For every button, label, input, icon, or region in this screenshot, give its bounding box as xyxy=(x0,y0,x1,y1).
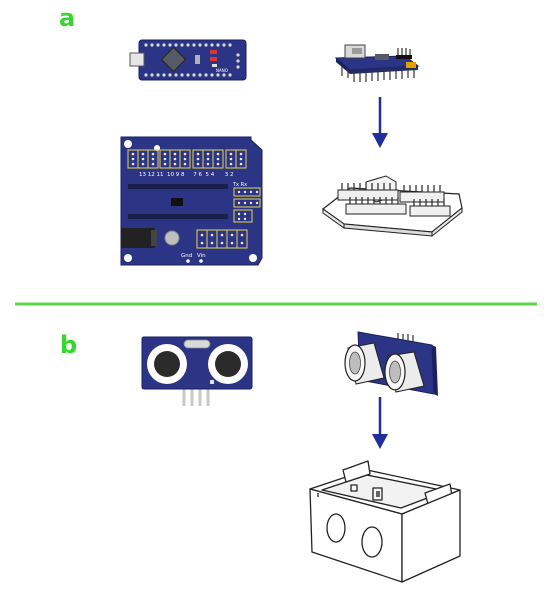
tx-rx-text: Tx Rx xyxy=(232,182,247,188)
down-arrow-icon xyxy=(372,97,388,148)
nano-mark-text: NANO xyxy=(216,68,228,73)
ultrasonic-sensor-front xyxy=(141,336,253,406)
pin-numbers-text: 13 12 11 10 9 8 7 6 5 4 3 2 xyxy=(139,172,233,178)
panel-label-b: b xyxy=(60,331,78,359)
ultrasonic-sensor-3d xyxy=(344,331,438,396)
sensor-shield-board: 13 12 11 10 9 8 7 6 5 4 3 2 Tx Rx xyxy=(120,136,263,266)
enclosure-box xyxy=(309,460,461,583)
arduino-nano-board: NANO xyxy=(129,39,247,81)
vin-text: Vin xyxy=(197,253,206,259)
nano-side-view xyxy=(334,44,420,82)
panel-label-a: a xyxy=(59,4,76,32)
gnd-text: Gnd xyxy=(181,253,192,259)
shield-3d-view xyxy=(321,175,463,238)
down-arrow-icon xyxy=(372,397,388,449)
